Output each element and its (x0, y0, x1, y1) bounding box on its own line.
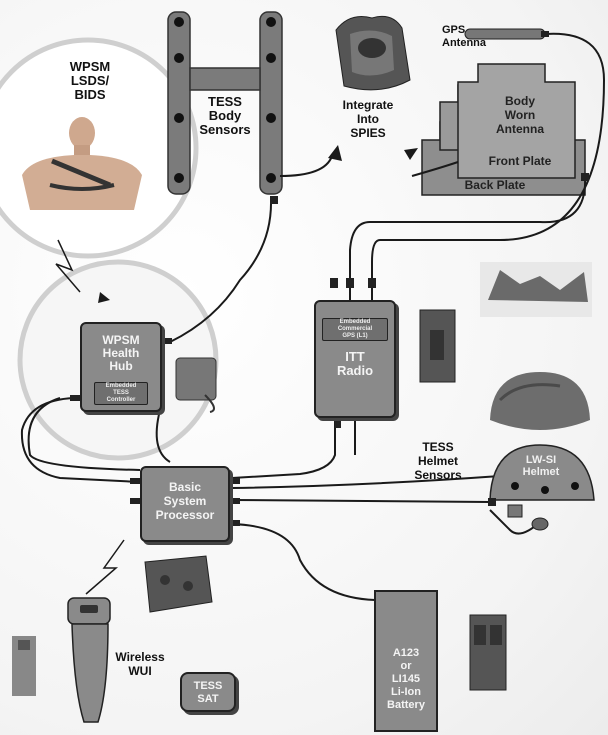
processor-photo (144, 555, 213, 613)
itt-radio-label: ITT Radio (336, 349, 374, 378)
wui-device-shape (67, 597, 111, 723)
helmet-shape (489, 444, 595, 531)
cables (20, 32, 606, 601)
battery-box: A123 or LI145 Li-Ion Battery (374, 590, 438, 732)
wireless-link-bottom (85, 539, 125, 595)
wui-photo (12, 636, 36, 696)
radio-photo (419, 309, 456, 383)
tess-sat-box: TESS SAT (180, 672, 236, 712)
arrows (98, 145, 418, 303)
vest-photo (335, 15, 411, 91)
wpsm-health-hub-label: WPSM Health Hub (102, 333, 140, 373)
embedded-gps-plate: Embedded Commercial GPS (L1) (322, 318, 388, 341)
plates (421, 63, 586, 196)
itt-radio-box: Embedded Commercial GPS (L1) ITT Radio (314, 300, 396, 418)
tess-sat-label: TESS SAT (193, 680, 223, 705)
body-worn-antenna-label: Body Worn Antenna (496, 94, 544, 136)
tess-helmet-sensors-label: TESS Helmet Sensors (414, 440, 462, 482)
torso-figure (12, 115, 152, 210)
wireless-wui-label: Wireless WUI (115, 650, 165, 678)
battery-photo (469, 614, 507, 691)
front-plate-label: Front Plate (488, 154, 552, 168)
back-plate-label: Back Plate (464, 178, 526, 192)
gps-antenna-label: GPS Antenna (442, 24, 486, 49)
battery-label: A123 or LI145 Li-Ion Battery (387, 647, 425, 711)
tess-body-sensor-strap (167, 11, 283, 195)
integrate-spies-label: Integrate Into SPIES (342, 98, 394, 140)
plate-carrier-photo (480, 262, 592, 317)
hub-device-photo (175, 357, 217, 413)
tess-body-sensors-label: TESS Body Sensors (199, 94, 251, 137)
connectors (70, 31, 589, 526)
lwsi-helmet-label: LW-SI Helmet (522, 454, 560, 478)
wpsm-lsds-label: WPSM LSDS/ BIDS (69, 59, 111, 102)
basic-system-processor-box: Basic System Processor (140, 466, 230, 542)
basic-system-processor-label: Basic System Processor (155, 480, 215, 522)
embedded-tess-controller-plate: Embedded TESS Controller (94, 382, 148, 405)
wireless-link-top (55, 239, 81, 293)
wpsm-health-hub-box: WPSM Health Hub Embedded TESS Controller (80, 322, 162, 412)
helmet-photo (490, 372, 590, 430)
